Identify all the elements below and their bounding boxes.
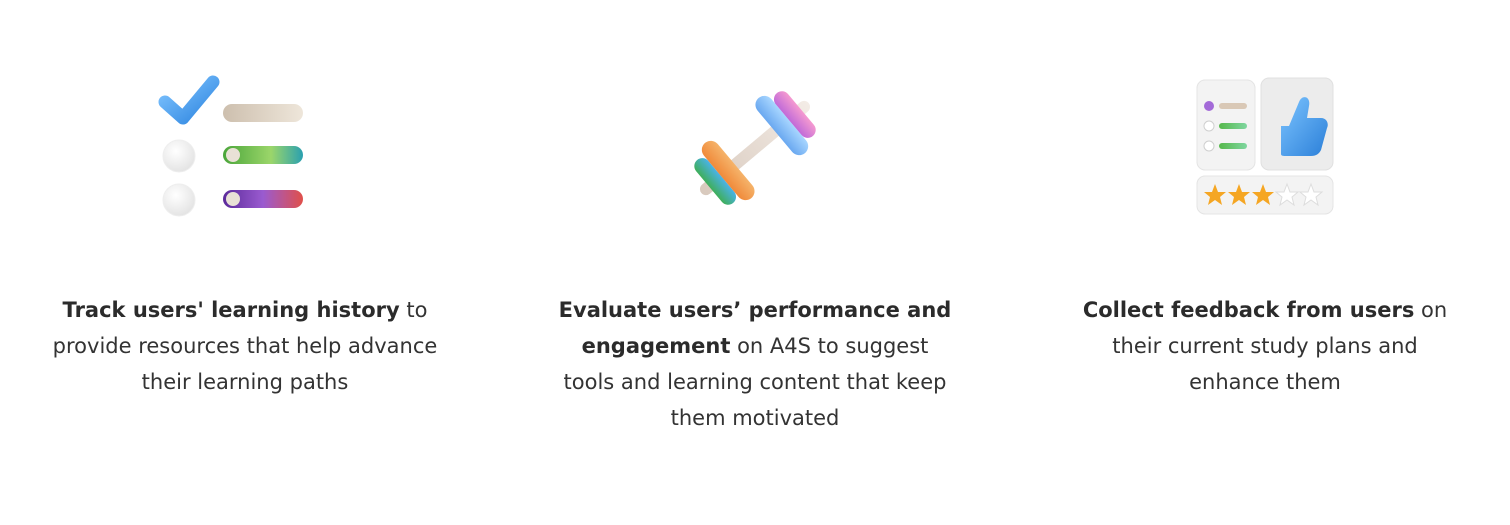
feature-collect-feedback: Collect feedback from users on their cur… <box>1065 0 1465 525</box>
feature-highlight: Collect feedback from users <box>1082 298 1415 322</box>
feedback-rating-icon <box>1175 68 1355 228</box>
feature-text: to provide resources that help advance t… <box>52 298 438 394</box>
feature-description: Track users' learning history to provide… <box>45 292 445 400</box>
feature-text: on their current study plans and enhance… <box>1112 298 1448 394</box>
feature-text: on A4S to suggest tools and learning con… <box>563 334 947 430</box>
dumbbell-icon <box>665 68 845 228</box>
feature-evaluate-performance: Evaluate users’ performance and engageme… <box>555 0 955 525</box>
feature-highlight: Track users' learning history <box>62 298 400 322</box>
feature-highlight: Evaluate users’ performance and engageme… <box>558 298 952 358</box>
feature-track-history: Track users' learning history to provide… <box>45 0 445 525</box>
checklist-icon <box>155 68 335 228</box>
feature-description: Evaluate users’ performance and engageme… <box>555 292 955 436</box>
feature-description: Collect feedback from users on their cur… <box>1065 292 1465 400</box>
